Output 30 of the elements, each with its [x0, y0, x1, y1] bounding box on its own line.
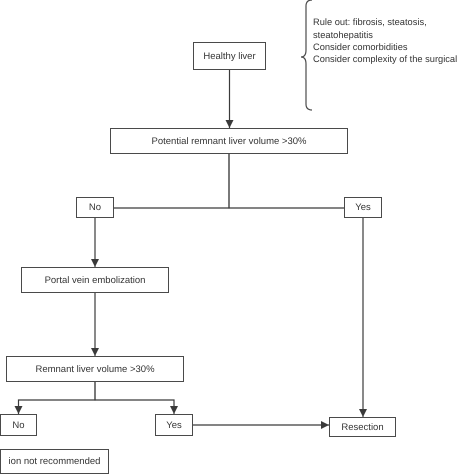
node-text: No — [12, 420, 25, 430]
node-text: Yes — [355, 202, 371, 213]
node-text: Potential remnant liver volume >30% — [152, 136, 306, 146]
process-box — [155, 414, 193, 436]
node-text: Resection — [341, 422, 384, 432]
process-box — [21, 267, 169, 293]
node-text: ion not recommended — [8, 456, 100, 467]
process-box — [0, 414, 37, 436]
arrow — [91, 218, 99, 267]
node-text: Portal vein embolization — [44, 274, 146, 286]
arrow — [226, 70, 234, 128]
node-text: No — [88, 202, 102, 213]
process-box — [193, 42, 266, 70]
node-text: Healthy liver — [203, 50, 256, 62]
note-text: Consider complexity of the surgical — [313, 53, 458, 66]
arrow — [359, 218, 367, 417]
process-box — [329, 417, 396, 437]
arrow — [91, 293, 99, 356]
connector-line — [228, 154, 344, 209]
process-box — [110, 128, 348, 154]
process-box — [76, 197, 114, 218]
process-box — [0, 449, 109, 474]
process-box — [344, 197, 382, 218]
note-text: Rule out: fibrosis, steatosis, steatohepatitis — [313, 16, 428, 41]
arrow — [193, 421, 329, 429]
node-text: Yes — [166, 420, 182, 430]
note-text: Consider comorbidities — [313, 41, 409, 54]
node-text: Remnant liver volume >30% — [35, 364, 155, 374]
process-box — [6, 356, 184, 382]
arrow — [94, 382, 178, 414]
